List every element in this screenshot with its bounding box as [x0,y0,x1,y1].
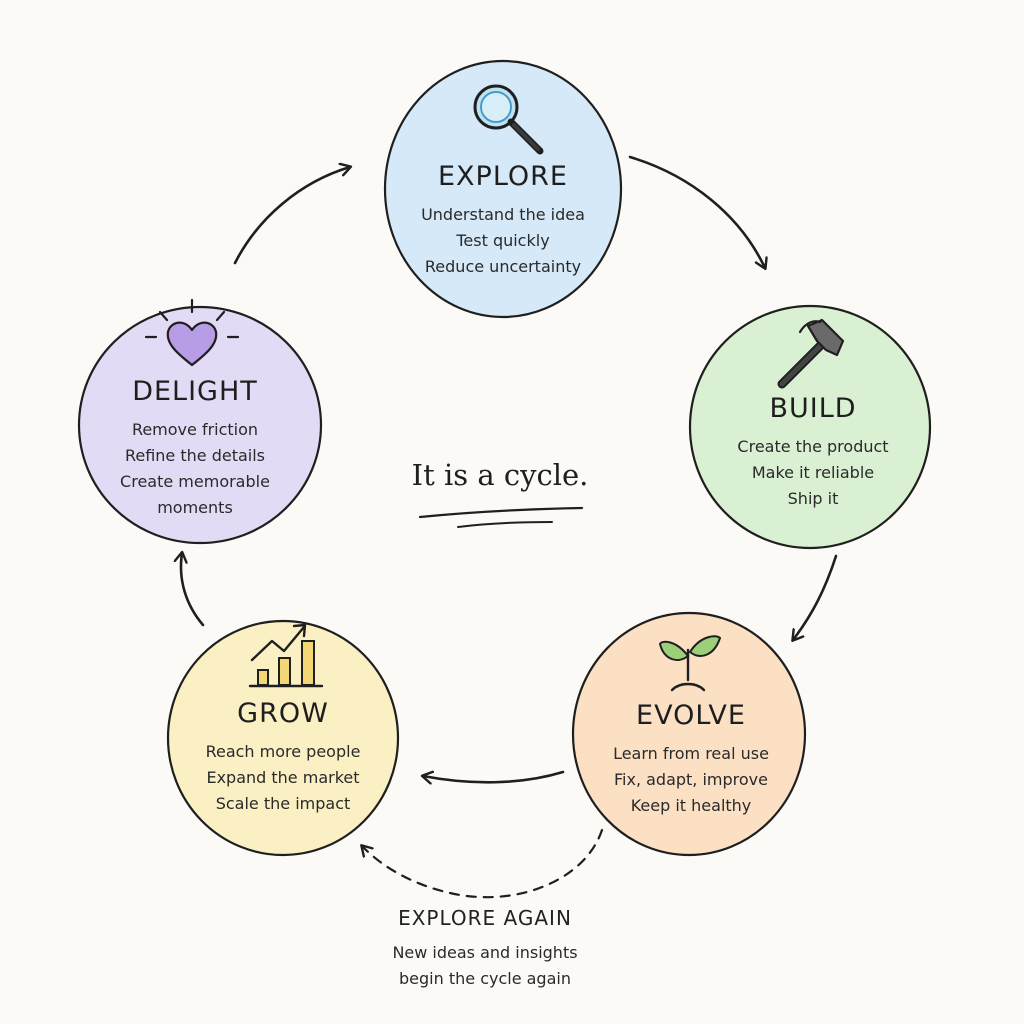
evolve-circle [571,611,807,857]
grow-line: Expand the market [206,768,360,787]
evolve-line: Keep it healthy [630,796,752,815]
explore-title: EXPLORE [438,161,568,192]
delight-line: moments [157,498,233,517]
build-stage: BUILD Create the product Make it reliabl… [703,393,923,512]
explore-again-line: New ideas and insights [392,943,578,962]
grow-title: GROW [237,698,329,729]
evolve-title: EVOLVE [636,700,746,731]
evolve-line: Learn from real use [613,744,769,763]
arrow-evolve-to-grow [423,772,565,782]
heart-icon [144,298,240,367]
delight-line: Refine the details [124,446,266,465]
delight-line: Create memorable [120,472,270,491]
caption-underline-second [457,521,553,528]
delight-title: DELIGHT [132,376,258,407]
explore-again-title: EXPLORE AGAIN [398,906,572,930]
caption-underline [418,506,584,519]
build-circle [688,304,932,550]
evolve-line: Fix, adapt, improve [613,770,768,789]
delight-line: Remove friction [131,420,259,439]
explore-line: Test quickly [456,231,550,250]
arrow-delight-to-explore [233,167,350,265]
hammer-icon [777,318,845,389]
explore-again-text: New ideas and insights begin the cycle a… [360,940,610,992]
growth-chart-icon [248,623,324,688]
build-line: Create the product [737,437,889,456]
arrow-grow-to-delight [181,553,205,627]
build-line: Make it reliable [751,463,875,482]
explore-stage: EXPLORE Understand the idea Test quickly… [393,161,613,280]
arrow-build-to-evolve [793,554,838,640]
grow-circle [166,619,400,857]
arrow-explore-to-build [628,155,765,268]
explore-line: Reduce uncertainty [424,257,582,276]
grow-line: Reach more people [205,742,361,761]
explore-line: Understand the idea [421,205,585,224]
explore-again-line: begin the cycle again [399,969,571,988]
grow-stage: GROW Reach more people Expand the market… [173,698,393,817]
build-title: BUILD [769,393,857,424]
build-line: Ship it [787,489,839,508]
grow-line: Scale the impact [215,794,351,813]
cycle-caption: It is a cycle. [411,458,589,492]
sprout-icon [658,635,722,692]
delight-circle [77,305,323,545]
explore-circle [383,59,623,319]
arrow-explore-again [362,828,604,899]
evolve-stage: EVOLVE Learn from real use Fix, adapt, i… [581,700,801,819]
delight-stage: DELIGHT Remove friction Refine the detai… [85,376,305,521]
magnifying-glass-icon [473,84,544,155]
